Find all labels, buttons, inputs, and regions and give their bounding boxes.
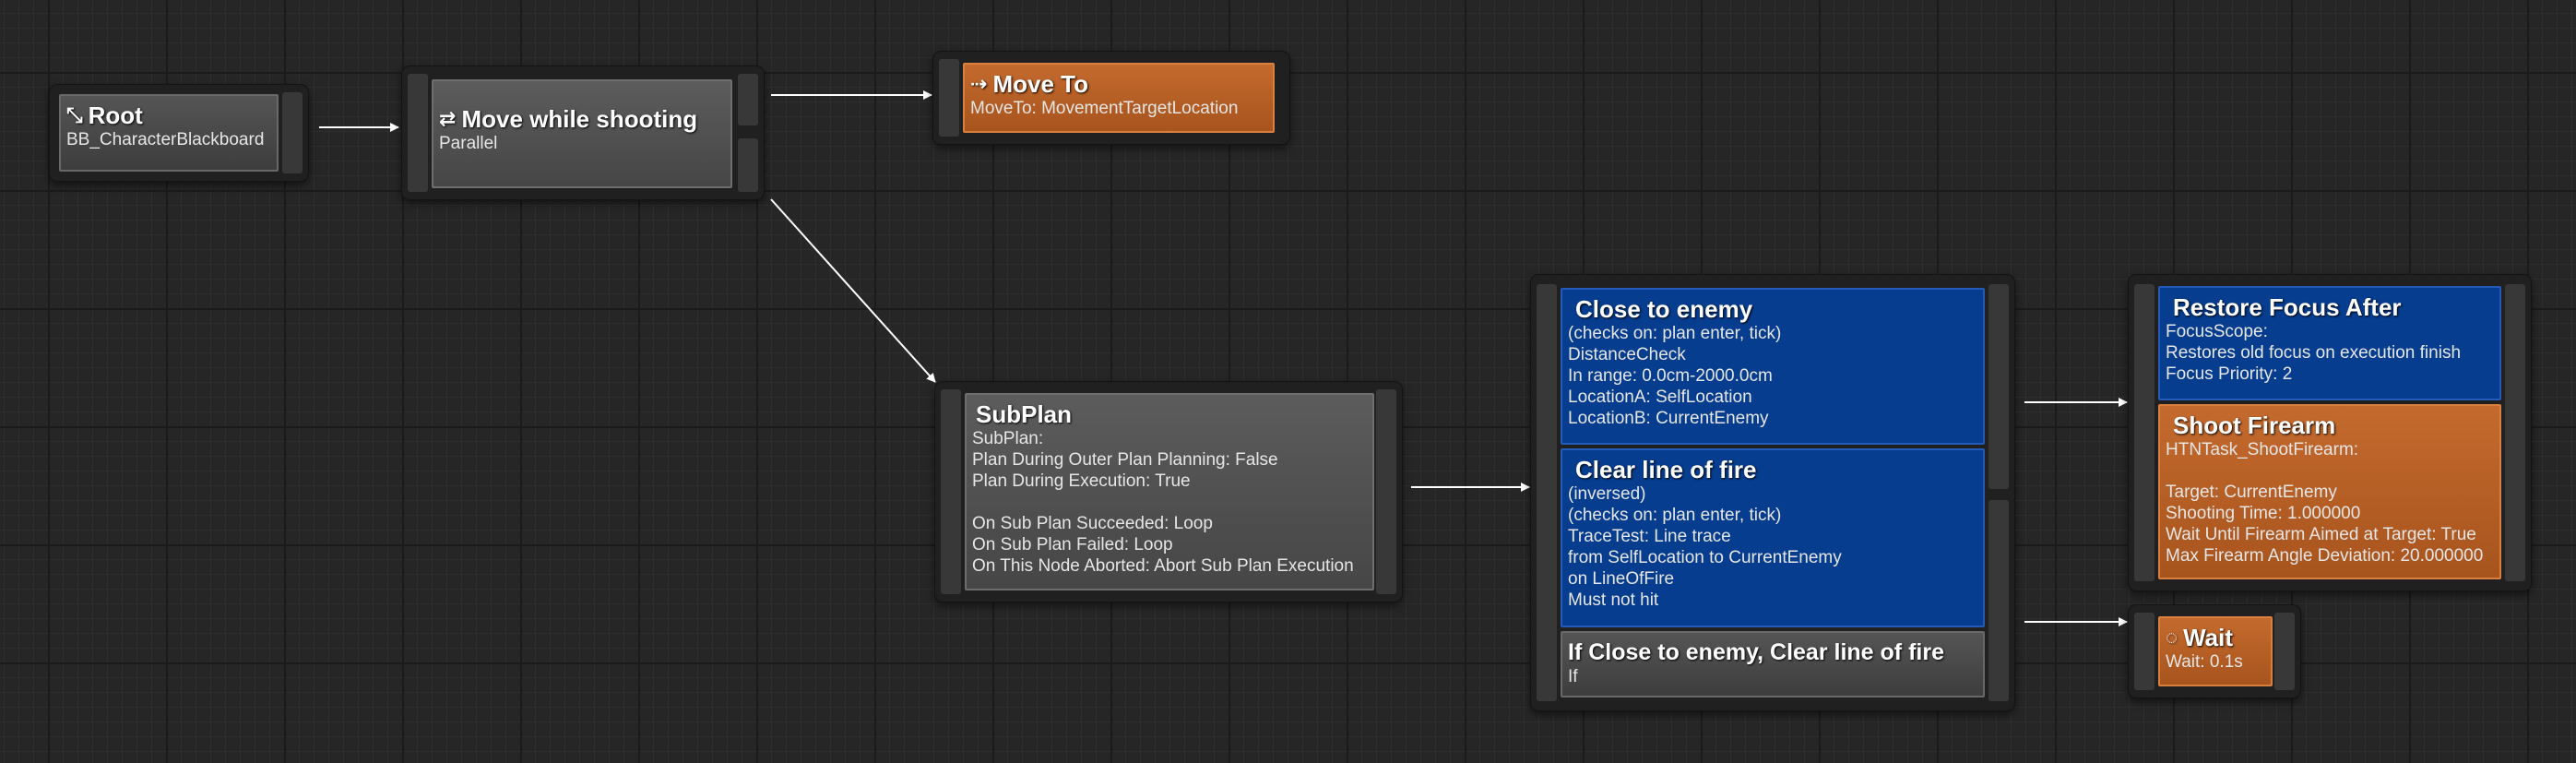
shoot-firearm-line-2: [2166, 460, 2494, 482]
restore-focus-decorator[interactable]: Restore Focus After FocusScope: Restores…: [2158, 286, 2501, 400]
shoot-firearm-output-pin[interactable]: [2505, 284, 2525, 581]
root-title: Root: [88, 101, 143, 129]
parallel-icon: ⇄: [439, 107, 457, 130]
subplan-line-7: On This Node Aborted: Abort Sub Plan Exe…: [972, 556, 1354, 576]
subplan-line-5: On Sub Plan Succeeded: Loop: [972, 514, 1213, 533]
shoot-firearm-line-4: Shooting Time: 1.000000: [2166, 504, 2361, 523]
move-to-input-pin[interactable]: [939, 59, 959, 137]
root-card[interactable]: ⤡Root BB_CharacterBlackboard: [59, 94, 279, 172]
move-to-node[interactable]: ⇢Move To MoveTo: MovementTargetLocation: [933, 52, 1289, 144]
root-icon: ⤡: [66, 103, 83, 126]
subplan-node[interactable]: SubPlan SubPlan: Plan During Outer Plan …: [935, 382, 1402, 602]
move-to-card[interactable]: ⇢Move To MoveTo: MovementTargetLocation: [963, 63, 1275, 133]
shoot-firearm-node[interactable]: Restore Focus After FocusScope: Restores…: [2129, 275, 2531, 590]
move-while-shooting-subtitle: Parallel: [439, 134, 498, 153]
close-to-enemy-title: Close to enemy: [1575, 295, 1753, 323]
shoot-firearm-line-6: Max Firearm Angle Deviation: 20.000000: [2166, 546, 2484, 566]
restore-focus-title: Restore Focus After: [2173, 293, 2402, 321]
move-while-shooting-card[interactable]: ⇄Move while shooting Parallel: [432, 79, 732, 188]
wait-output-pin[interactable]: [2274, 613, 2295, 690]
move-while-shooting-input-pin[interactable]: [408, 74, 428, 192]
wait-input-pin[interactable]: [2134, 613, 2155, 690]
root-node[interactable]: ⤡Root BB_CharacterBlackboard: [50, 85, 308, 181]
subplan-input-pin[interactable]: [941, 389, 961, 594]
move-while-shooting-output-pin-bottom[interactable]: [738, 138, 758, 192]
clear-line-of-fire-title: Clear line of fire: [1575, 456, 1757, 483]
root-output-pin[interactable]: [282, 92, 303, 173]
clear-line-of-fire-decorator[interactable]: Clear line of fire (inversed) (checks on…: [1561, 448, 1985, 627]
subplan-line-3: Plan During Execution: True: [972, 471, 1191, 491]
clear-line-of-fire-line-6: Must not hit: [1568, 590, 1659, 610]
root-subtitle: BB_CharacterBlackboard: [66, 130, 265, 149]
wait-title: Wait: [2183, 624, 2233, 651]
move-while-shooting-node[interactable]: ⇄Move while shooting Parallel: [402, 66, 764, 199]
subplan-line-4: [972, 492, 1367, 513]
shoot-firearm-line-5: Wait Until Firearm Aimed at Target: True: [2166, 525, 2476, 544]
subplan-output-pin[interactable]: [1376, 389, 1396, 594]
if-card[interactable]: If Close to enemy, Clear line of fire If: [1561, 631, 1985, 697]
if-output-pin-bottom[interactable]: [1988, 500, 2009, 701]
if-output-pin-top[interactable]: [1988, 284, 2009, 489]
close-to-enemy-decorator[interactable]: Close to enemy (checks on: plan enter, t…: [1561, 288, 1985, 445]
clear-line-of-fire-line-2: (checks on: plan enter, tick): [1568, 506, 1782, 525]
move-to-title: Move To: [992, 70, 1088, 98]
if-subtitle: If: [1568, 667, 1578, 686]
close-to-enemy-line-3: In range: 0.0cm-2000.0cm: [1568, 366, 1773, 386]
subplan-line-2: Plan During Outer Plan Planning: False: [972, 450, 1278, 470]
if-title: If Close to enemy, Clear line of fire: [1568, 639, 1944, 665]
clear-line-of-fire-line-4: from SelfLocation to CurrentEnemy: [1568, 548, 1842, 567]
move-to-subtitle: MoveTo: MovementTargetLocation: [970, 99, 1239, 118]
move-while-shooting-title: Move while shooting: [461, 105, 698, 133]
restore-focus-line-1: FocusScope:: [2166, 322, 2268, 341]
restore-focus-line-2: Restores old focus on execution finish: [2166, 343, 2462, 363]
shoot-firearm-line-3: Target: CurrentEnemy: [2166, 483, 2337, 502]
close-to-enemy-line-1: (checks on: plan enter, tick): [1568, 324, 1782, 343]
move-to-icon: ⇢: [970, 72, 988, 95]
wire-parallel-to-subplan: [770, 198, 936, 383]
shoot-firearm-line-1: HTNTask_ShootFirearm:: [2166, 440, 2359, 459]
shoot-firearm-title: Shoot Firearm: [2173, 411, 2336, 439]
shoot-firearm-card[interactable]: Shoot Firearm HTNTask_ShootFirearm: Targ…: [2158, 404, 2501, 579]
subplan-line-1: SubPlan:: [972, 429, 1044, 448]
restore-focus-line-3: Focus Priority: 2: [2166, 364, 2293, 384]
wait-node[interactable]: ◌Wait Wait: 0.1s: [2129, 605, 2300, 697]
wait-subtitle: Wait: 0.1s: [2166, 652, 2243, 672]
shoot-firearm-input-pin[interactable]: [2134, 284, 2155, 581]
move-while-shooting-output-pin-top[interactable]: [738, 74, 758, 125]
if-node[interactable]: Close to enemy (checks on: plan enter, t…: [1531, 275, 2014, 710]
wait-card[interactable]: ◌Wait Wait: 0.1s: [2158, 616, 2273, 686]
subplan-line-6: On Sub Plan Failed: Loop: [972, 535, 1173, 554]
wait-icon: ◌: [2166, 626, 2178, 649]
subplan-card[interactable]: SubPlan SubPlan: Plan During Outer Plan …: [965, 393, 1374, 590]
clear-line-of-fire-line-1: (inversed): [1568, 484, 1646, 504]
subplan-title: SubPlan: [976, 400, 1073, 428]
close-to-enemy-line-5: LocationB: CurrentEnemy: [1568, 409, 1769, 428]
clear-line-of-fire-line-5: on LineOfFire: [1568, 569, 1675, 589]
clear-line-of-fire-line-3: TraceTest: Line trace: [1568, 527, 1731, 546]
close-to-enemy-line-4: LocationA: SelfLocation: [1568, 387, 1752, 407]
if-input-pin[interactable]: [1537, 284, 1557, 701]
close-to-enemy-line-2: DistanceCheck: [1568, 345, 1686, 364]
